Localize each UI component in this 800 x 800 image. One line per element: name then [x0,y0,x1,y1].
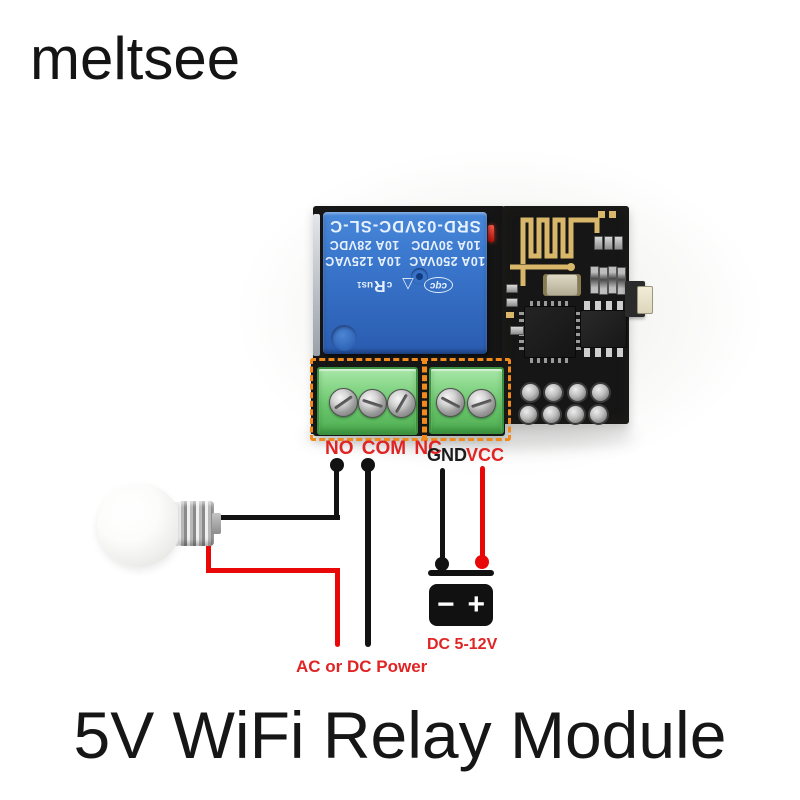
wire-bulb-black [210,515,340,520]
flash-memory-chip [580,301,627,357]
smd-component [608,266,617,294]
terminal-screw [329,388,358,417]
terminal-block-relay [317,367,418,435]
side-connector [625,281,653,317]
solder-pad [541,404,562,425]
wire-node-vcc [475,555,489,569]
esp01-wifi-module [502,206,629,425]
battery-plus-sign: + [467,588,486,621]
bulb-icon [97,483,181,567]
smd-component [590,266,599,294]
label-no-com-nc: NO COM NC [325,438,442,459]
solder-pad [565,404,586,425]
solder-pad [588,404,609,425]
crystal-oscillator [546,274,578,296]
wire-node-com [361,458,375,472]
smd-component [599,267,608,295]
terminal-screw [358,389,387,418]
battery-icon: − + [429,584,493,626]
smd-component [614,236,623,250]
cqc-logo-icon: cqc [423,277,454,293]
wire-com [365,466,371,647]
wire-vcc [480,466,485,562]
dashed-highlight-power-terminals [422,358,511,441]
battery-minus-sign: − [436,588,455,621]
wire-bulb-red-end [335,568,340,647]
wire-gnd [440,468,445,564]
smd-component [594,236,603,250]
battery-terminal-bar [428,570,494,576]
solder-pad [518,404,539,425]
label-vcc: VCC [466,445,505,465]
wire-node-no [330,458,344,472]
smd-component [604,236,613,250]
relay-ac-ratings: 10A 250VAC 10A 125VAC [324,254,486,268]
terminal-screw [387,389,416,418]
brand-text: meltsee [30,25,241,92]
terminal-screw [467,389,496,418]
bulb-contact-tip [212,513,221,534]
relay-model-number: SRD-03VDC-SL-C [329,217,481,235]
relay-dc-ratings: 10A 30VDC 10A 28VDC [329,238,481,252]
terminal-screw [436,388,465,417]
smd-component [506,298,518,307]
terminal-block-power [429,367,504,434]
relay-corner-mark [331,325,357,351]
solder-pad [590,382,611,403]
label-battery-voltage: DC 5-12V [427,636,498,653]
wire-bulb-red-down [206,531,211,572]
label-gnd: GND [427,445,467,465]
dashed-highlight-relay-terminals [310,358,427,441]
wifi-antenna-icon [506,211,616,318]
esp8266-chip [519,301,581,363]
smd-component [510,326,524,335]
wire-no [334,466,339,520]
wire-bulb-red-across [206,568,340,573]
solder-pad [520,382,541,403]
product-title: 5V WiFi Relay Module [73,698,727,772]
pcb-edge-highlight [313,214,320,356]
solder-pad [567,382,588,403]
status-led-icon [488,225,494,242]
relay-dimple [411,268,428,285]
label-ac-dc-power: AC or DC Power [296,657,428,676]
bulb-screw-base [178,501,214,546]
smd-component [506,284,518,293]
solder-pad [543,382,564,403]
wire-node-gnd [435,557,449,571]
